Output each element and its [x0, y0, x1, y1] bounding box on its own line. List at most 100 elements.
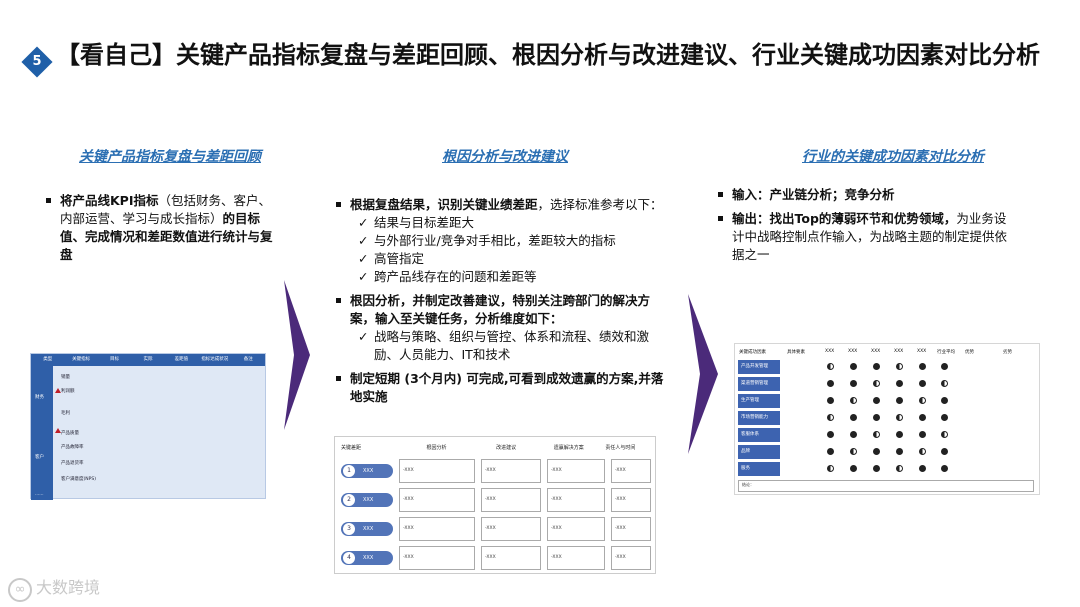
col2-bullet-1: 根据复盘结果，识别关键业绩差距，选择标准参考以下： 结果与目标差距大 与外部行业…	[334, 196, 664, 286]
logo-text: 大数跨境	[36, 578, 101, 597]
col2-bullets: 根据复盘结果，识别关键业绩差距，选择标准参考以下： 结果与目标差距大 与外部行业…	[334, 196, 664, 412]
page-title: 5【看自己】关键产品指标复盘与差距回顾、根因分析与改进建议、行业关键成功因素对比…	[20, 38, 1070, 78]
rating-dot-icon	[873, 363, 880, 370]
rating-dot-icon	[941, 448, 948, 455]
rating-dot-icon	[827, 380, 834, 387]
table-cell: -XXX	[611, 488, 651, 512]
brand-logo: ∞大数跨境	[8, 574, 100, 602]
row-type: 客户	[35, 455, 44, 460]
rating-dot-icon	[896, 397, 903, 404]
table-cell: -XXX	[547, 459, 605, 483]
table-header-cell: 根因分析	[426, 444, 447, 451]
rating-dot-icon	[850, 397, 857, 404]
rating-dot-icon	[827, 448, 834, 455]
col1-bullets: 将产品线KPI指标（包括财务、客户、内部运营、学习与成长指标）的目标值、完成情况…	[44, 192, 280, 270]
table-header-cell: XXX	[871, 349, 881, 354]
kpi-item: 产品退货率	[61, 461, 84, 466]
rating-dot-icon	[919, 431, 926, 438]
rating-dot-icon	[941, 363, 948, 370]
col2-b1-bold: 根据复盘结果，识别关键业绩差距	[350, 197, 538, 212]
chevron-right-icon	[688, 294, 718, 454]
ksf-table-thumbnail: 关键成功因素 具体要素 XXX XXX XXX XXX XXX 行业平均 优势 …	[734, 343, 1040, 495]
rating-dot-icon	[827, 363, 834, 370]
number-badge-icon: 5	[21, 46, 53, 78]
ksf-label: 生产管理	[738, 394, 780, 408]
warning-icon	[55, 388, 61, 393]
rating-dot-icon	[919, 448, 926, 455]
rating-dot-icon	[850, 448, 857, 455]
rating-dot-icon	[827, 431, 834, 438]
row-number: 2	[343, 494, 355, 506]
rating-dot-icon	[919, 363, 926, 370]
table-header-cell: 实际	[143, 357, 153, 362]
rating-dot-icon	[827, 414, 834, 421]
col2-b3-bold: 制定短期 (3个月内) 可完成,可看到成效遗赢的方案,并落地实施	[350, 371, 664, 404]
table-cell: -XXX	[611, 517, 651, 541]
kpi-item: 产品质量	[61, 431, 79, 436]
rating-dot-icon	[873, 380, 880, 387]
rating-dot-icon	[896, 380, 903, 387]
rating-dot-icon	[941, 380, 948, 387]
col2-sub: 战略与策略、组织与管控、体系和流程、绩效和激励、人员能力、IT和技术	[350, 328, 664, 364]
kpi-item: 毛利	[61, 411, 70, 416]
table-header-cell: 行业平均	[937, 350, 955, 355]
ksf-label: 品牌	[738, 445, 780, 459]
col2-sub: 与外部行业/竞争对手相比，差距较大的指标	[350, 232, 664, 250]
table-header-cell: XXX	[894, 349, 904, 354]
table-cell: -XXX	[611, 546, 651, 570]
kpi-table-thumbnail: 类型 关键指标 目标 实际 差距值 指标达成状况 备注 财务 客户 ......…	[30, 353, 266, 500]
rating-dot-icon	[873, 431, 880, 438]
table-header-cell: 具体要素	[787, 350, 805, 355]
kpi-item: 产品故障率	[61, 445, 84, 450]
gap-label: XXX	[363, 468, 374, 474]
rating-dot-icon	[827, 465, 834, 472]
rating-dot-icon	[850, 380, 857, 387]
table-cell: -XXX	[547, 546, 605, 570]
row-type: 财务	[35, 395, 44, 400]
table-header-cell: XXX	[848, 349, 858, 354]
ksf-label: 客服体系	[738, 428, 780, 442]
table-header: 关键差距 根因分析 改进建议 遗赢解决方案 责任人与时间	[335, 437, 655, 457]
rating-dot-icon	[941, 414, 948, 421]
rating-dot-icon	[873, 448, 880, 455]
col3-b2-bold: 输出：找出Top的薄弱环节和优势领域，	[732, 211, 957, 226]
table-cell: -XXX	[399, 546, 475, 570]
warning-icon	[55, 428, 61, 433]
title-text: 【看自己】关键产品指标复盘与差距回顾、根因分析与改进建议、行业关键成功因素对比分…	[56, 41, 1040, 69]
table-cell: -XXX	[481, 546, 541, 570]
table-header-cell: 劣势	[1003, 350, 1012, 355]
kpi-item: 客户满意度(NPS)	[61, 477, 96, 482]
row-type: ......	[35, 492, 44, 497]
gap-label: XXX	[363, 555, 374, 561]
rating-dot-icon	[873, 397, 880, 404]
rating-dot-icon	[919, 380, 926, 387]
col2-sub: 结果与目标差距大	[350, 214, 664, 232]
table-cell: -XXX	[399, 459, 475, 483]
table-header-cell: 关键成功因素	[739, 350, 766, 355]
rating-dot-icon	[919, 397, 926, 404]
rating-dot-icon	[941, 431, 948, 438]
table-header: 类型 关键指标 目标 实际 差距值 指标达成状况 备注	[31, 354, 265, 366]
col3-bullets: 输入：产业链分析；竞争分析 输出：找出Top的薄弱环节和优势领域，为业务设计中战…	[716, 186, 1016, 270]
table-header-cell: XXX	[917, 349, 927, 354]
table-cell: -XXX	[399, 517, 475, 541]
table-cell: -XXX	[611, 459, 651, 483]
table-side-bar	[31, 366, 53, 500]
column-heading-1: 关键产品指标复盘与差距回顾	[79, 149, 261, 165]
table-cell: -XXX	[481, 488, 541, 512]
col3-b2-normal: 为业务设计中战略控制点作输入，为战略主题的制定提供依据之一	[732, 211, 1008, 262]
table-header-cell: 目标	[110, 357, 120, 362]
ksf-label: 市场营销能力	[738, 411, 780, 425]
rating-dot-icon	[873, 465, 880, 472]
column-heading-3: 行业的关键成功因素对比分析	[802, 149, 984, 165]
col2-sub: 高管指定	[350, 250, 664, 268]
column-heading-2: 根因分析与改进建议	[442, 149, 568, 165]
table-header-cell: 指标达成状况	[201, 357, 229, 362]
rating-dot-icon	[873, 414, 880, 421]
logo-icon: ∞	[8, 578, 32, 602]
rating-dot-icon	[896, 363, 903, 370]
